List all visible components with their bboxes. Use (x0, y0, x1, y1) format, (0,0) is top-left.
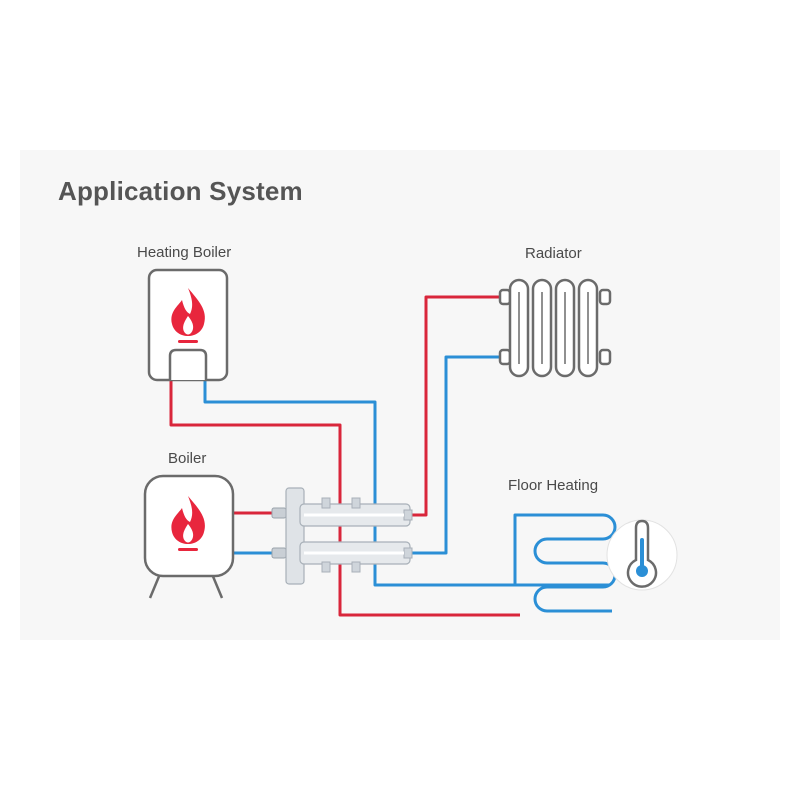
radiator-label: Radiator (525, 245, 582, 262)
hot-pipe-boiler-supply (169, 372, 520, 617)
cold-pipe-radiator-return (410, 355, 502, 555)
boiler-label: Boiler (168, 450, 207, 467)
thermometer-icon (606, 519, 678, 591)
floor-heating-coil (375, 513, 617, 613)
heating-boiler (147, 268, 229, 382)
floor-heating-label: Floor Heating (508, 477, 599, 494)
page-title: Application System (58, 176, 303, 206)
heating-boiler-label: Heating Boiler (137, 244, 232, 261)
flame-icon (171, 288, 205, 343)
boiler-tank (143, 474, 235, 599)
radiator (498, 278, 612, 378)
flame-icon (171, 496, 205, 551)
manifold (271, 487, 413, 585)
hot-pipe-radiator-supply (410, 295, 502, 517)
